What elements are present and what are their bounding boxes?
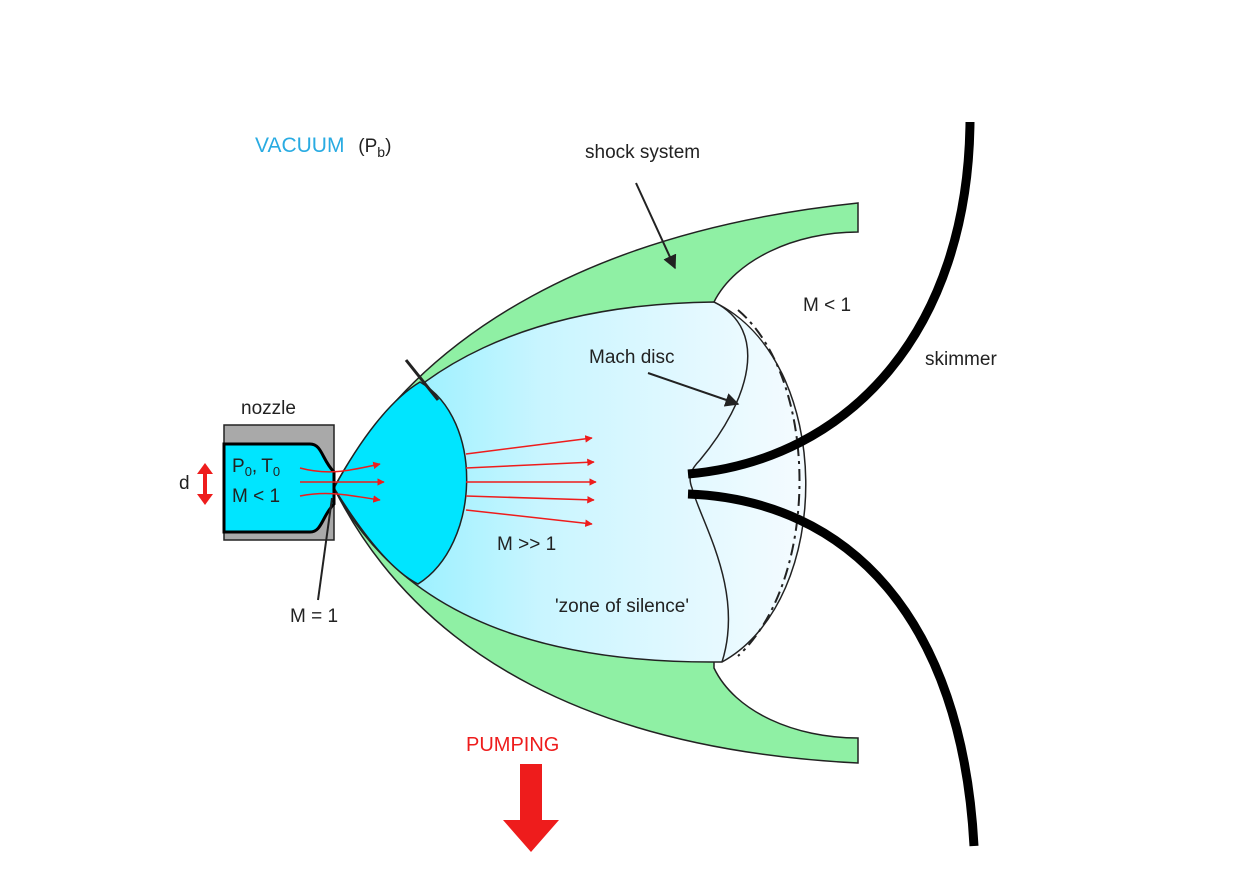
m-eq-1-label: M = 1 xyxy=(290,606,338,627)
mach-disc-pointer xyxy=(647,372,740,407)
p0-symbol: P xyxy=(232,456,245,477)
skimmer-upper xyxy=(687,121,975,479)
m-gg-1-label: M >> 1 xyxy=(497,534,556,555)
shock-system-label: shock system xyxy=(585,142,700,163)
p0-t0-label: P0,T0 xyxy=(232,456,280,479)
diameter-arrow-icon xyxy=(197,463,213,505)
nozzle-flow-arrows xyxy=(299,461,385,503)
nozzle-gas xyxy=(222,442,336,534)
barrel-shock-mark xyxy=(404,359,440,401)
m-eq-1-pointer xyxy=(317,497,333,601)
vacuum-pressure-close: ) xyxy=(385,136,391,157)
p0-subscript: 0 xyxy=(245,464,252,479)
vacuum-pressure-open: (P xyxy=(358,136,377,157)
vacuum-pressure-sub: b xyxy=(377,144,385,160)
zone-of-silence-label: 'zone of silence' xyxy=(555,596,689,617)
mach-disc-label: Mach disc xyxy=(589,347,675,368)
m-lt-1-left-label: M < 1 xyxy=(232,486,280,507)
vacuum-label: VACUUM (Pb) xyxy=(255,134,391,160)
t0-subscript: 0 xyxy=(273,464,280,479)
nozzle-label: nozzle xyxy=(241,398,296,419)
pumping-label: PUMPING xyxy=(466,734,559,756)
shock-system-pointer xyxy=(635,182,677,270)
t0-symbol: T xyxy=(261,456,273,477)
d-label: d xyxy=(179,473,190,494)
mach-disc-boundary xyxy=(737,309,801,657)
expansion-core xyxy=(333,381,468,585)
vacuum-word: VACUUM xyxy=(255,134,344,157)
p0-comma: , xyxy=(252,456,257,477)
pumping-arrow-icon xyxy=(503,764,559,852)
skimmer-label: skimmer xyxy=(925,349,997,370)
skimmer-lower xyxy=(687,489,979,847)
jet-flow-arrows xyxy=(465,435,597,527)
m-lt-1-right-label: M < 1 xyxy=(803,295,851,316)
